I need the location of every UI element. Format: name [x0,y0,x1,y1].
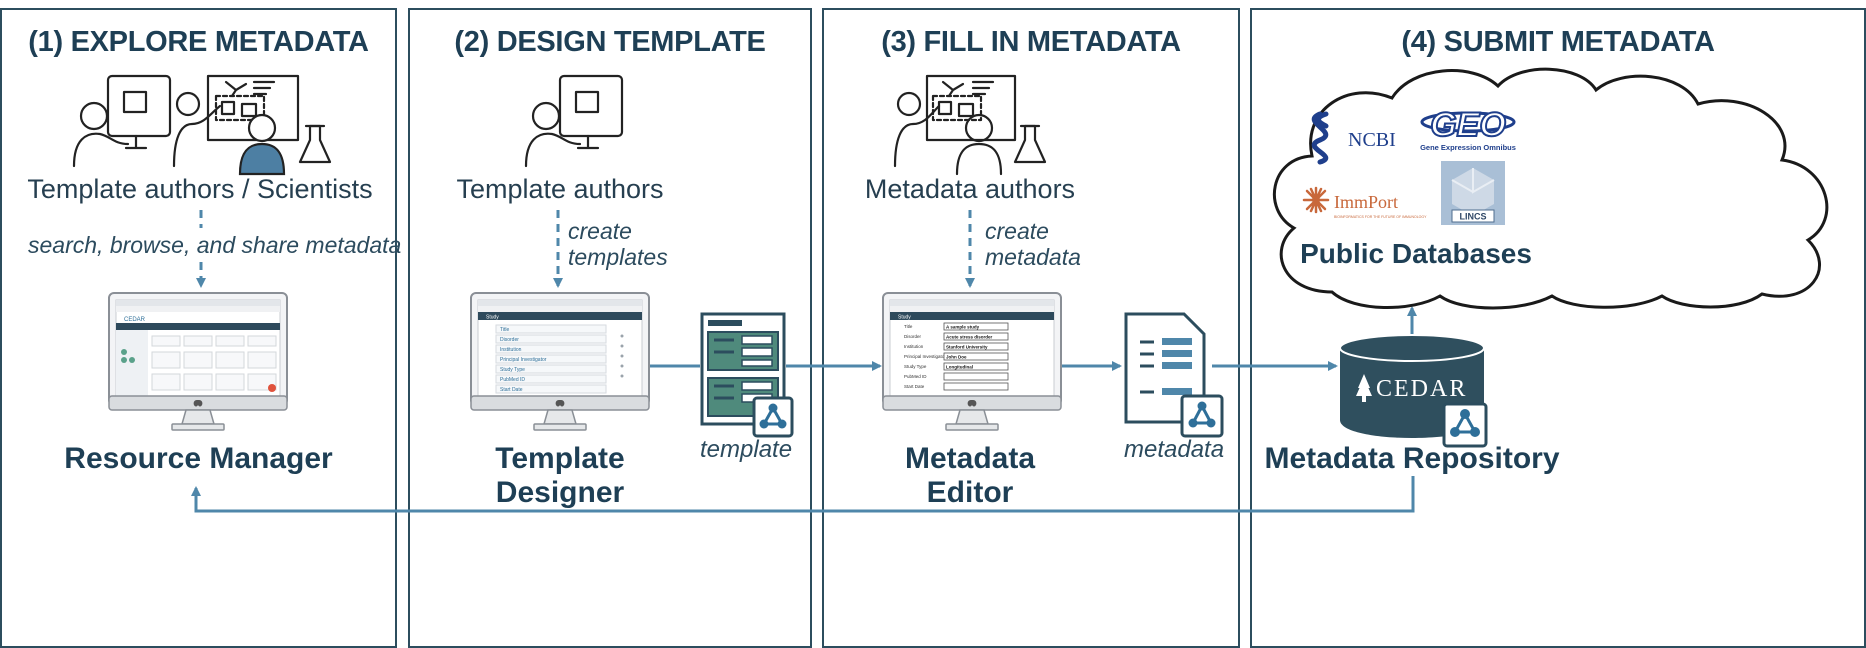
metadata-author-illustration [893,74,1047,176]
template-author-illustration [524,74,624,168]
template-designer-screen[interactable]: Study Title Disorder Institution Princip… [470,292,652,440]
field-label: Start Date [904,384,925,389]
action-label: create [985,218,1049,244]
immport-text: ImmPort [1334,192,1398,212]
field-value: Stanford University [946,345,988,350]
field-value: Longitudinal [946,365,973,370]
template-label: template [700,436,793,463]
tool-label: Metadata Editor [904,442,1036,509]
form-header: Study [486,315,499,321]
geo-text: GEO [1430,106,1506,144]
cedar-text: CEDAR [1376,376,1467,402]
cedar-repository: CEDAR [1339,334,1485,438]
field-label: PubMed ID [904,374,927,379]
action-label: search, browse, and share metadata [28,232,402,258]
field-value: John Doe [946,355,967,360]
cedar-network-icon [1442,402,1488,448]
scientists-illustration [72,74,332,176]
geo-subtitle: Gene Expression Omnibus [1420,143,1516,152]
field-label: Study Type [500,367,525,373]
role-label: Metadata authors [864,174,1076,204]
field-label: Principal Investigator [904,354,946,359]
metadata-document-icon [1124,312,1224,438]
field-label: Disorder [904,334,922,339]
role-label: Template authors [456,174,664,204]
field-label: Title [904,324,913,329]
template-document-icon [700,312,794,438]
app-name: CEDAR [124,317,146,323]
public-databases-cloud [1272,67,1829,310]
public-databases-title: Public Databases [1300,238,1532,269]
immport-subtitle: BIOINFORMATICS FOR THE FUTURE OF IMMUNOL… [1334,215,1427,219]
field-label: PubMed ID [500,377,525,383]
step-title: (3) FILL IN METADATA [881,26,1181,58]
tool-label: Resource Manager [64,442,333,475]
ncbi-logo: NCBI [1311,111,1396,165]
field-label: Title [500,327,509,333]
tool-label: Metadata Repository [1264,442,1560,475]
field-value: Acute stress disorder [946,335,993,340]
tool-label: Template Designer [495,442,625,509]
geo-logo: GEO Gene Expression Omnibus [1420,105,1516,152]
field-label: Study Type [904,364,927,369]
immport-logo: ImmPort BIOINFORMATICS FOR THE FUTURE OF… [1302,186,1427,219]
field-label: Institution [904,344,924,349]
metadata-label: metadata [1124,436,1225,463]
action-label: templates [568,244,668,270]
metadata-editor-screen[interactable]: Study Title Disorder Institution Princip… [882,292,1064,440]
step-title: (1) EXPLORE METADATA [28,26,369,58]
lincs-text: LINCS [1460,212,1487,222]
field-label: Disorder [500,337,519,343]
form-header: Study [898,315,911,321]
field-value: A sample study [946,325,980,330]
step-title: (4) SUBMIT METADATA [1401,26,1715,58]
role-label: Template authors / Scientists [27,174,373,204]
step-title: (2) DESIGN TEMPLATE [454,26,766,58]
resource-manager-screen[interactable]: CEDAR [108,292,290,440]
ncbi-text: NCBI [1348,129,1396,151]
field-label: Principal Investigator [500,357,547,363]
flow-arrows [191,210,1417,513]
action-label: metadata [985,244,1081,270]
field-label: Institution [500,347,522,353]
field-label: Start Date [500,387,523,393]
lincs-logo: LINCS [1441,161,1505,225]
action-label: create [568,218,632,244]
